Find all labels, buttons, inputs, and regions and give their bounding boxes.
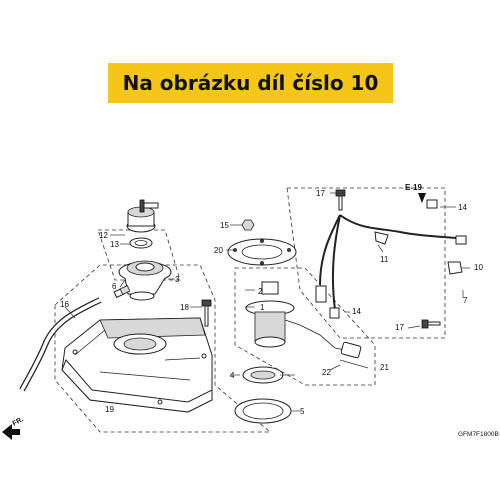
callout-21-20: 21: [380, 363, 389, 372]
filler-neck: [118, 260, 172, 301]
highlight-banner: Na obrázku díl číslo 10: [108, 63, 393, 103]
fuel-cap: [126, 199, 159, 249]
front-direction-label: FR.: [12, 416, 25, 428]
seal-ring-5: [234, 398, 292, 424]
callout-20-19: 20: [214, 246, 223, 255]
callout-19-18: 19: [105, 405, 114, 414]
nut-15: [241, 219, 255, 231]
banner-text: Na obrázku díl číslo 10: [122, 71, 379, 95]
catalog-code: GFM7F1800B: [458, 431, 499, 438]
callout-11-8: 11: [380, 255, 389, 264]
callout-14-11: 14: [458, 203, 467, 212]
bolt-17-bottom: [421, 319, 441, 329]
callout-22-21: 22: [322, 368, 331, 377]
callout-10-7: 10: [474, 263, 483, 272]
callout-12-9: 12: [99, 231, 108, 240]
callout-17-16: 17: [395, 323, 404, 332]
callout-7-6: 7: [463, 296, 468, 305]
fuel-tank: [61, 317, 213, 413]
reference-arrow: [418, 193, 426, 203]
callout-1-0: 1: [260, 303, 265, 312]
group-box-right: [286, 187, 446, 339]
callout-18-17: 18: [180, 303, 189, 312]
callout-2-1: 2: [258, 287, 263, 296]
callout-14-12: 14: [352, 307, 361, 316]
callout-15-13: 15: [220, 221, 229, 230]
fuel-pump: [245, 281, 362, 359]
callout-13-10: 13: [110, 240, 119, 249]
bolt-18: [201, 299, 212, 327]
drain-fitting: [113, 285, 131, 299]
fuel-hose: [315, 199, 467, 319]
leader-lines: [64, 192, 470, 412]
callout-5-4: 5: [300, 407, 305, 416]
pump-setting-plate: [227, 238, 297, 266]
reference-e19: E-19: [405, 183, 422, 192]
callout-6-5: 6: [112, 282, 117, 291]
callout-3-2: 3: [175, 275, 180, 284]
front-direction-arrow: FR.: [2, 416, 25, 440]
callout-4-3: 4: [230, 371, 235, 380]
callout-17-15: 17: [316, 189, 325, 198]
callout-16-14: 16: [60, 300, 69, 309]
packing-4: [242, 366, 284, 384]
group-box-pump: [234, 267, 376, 386]
